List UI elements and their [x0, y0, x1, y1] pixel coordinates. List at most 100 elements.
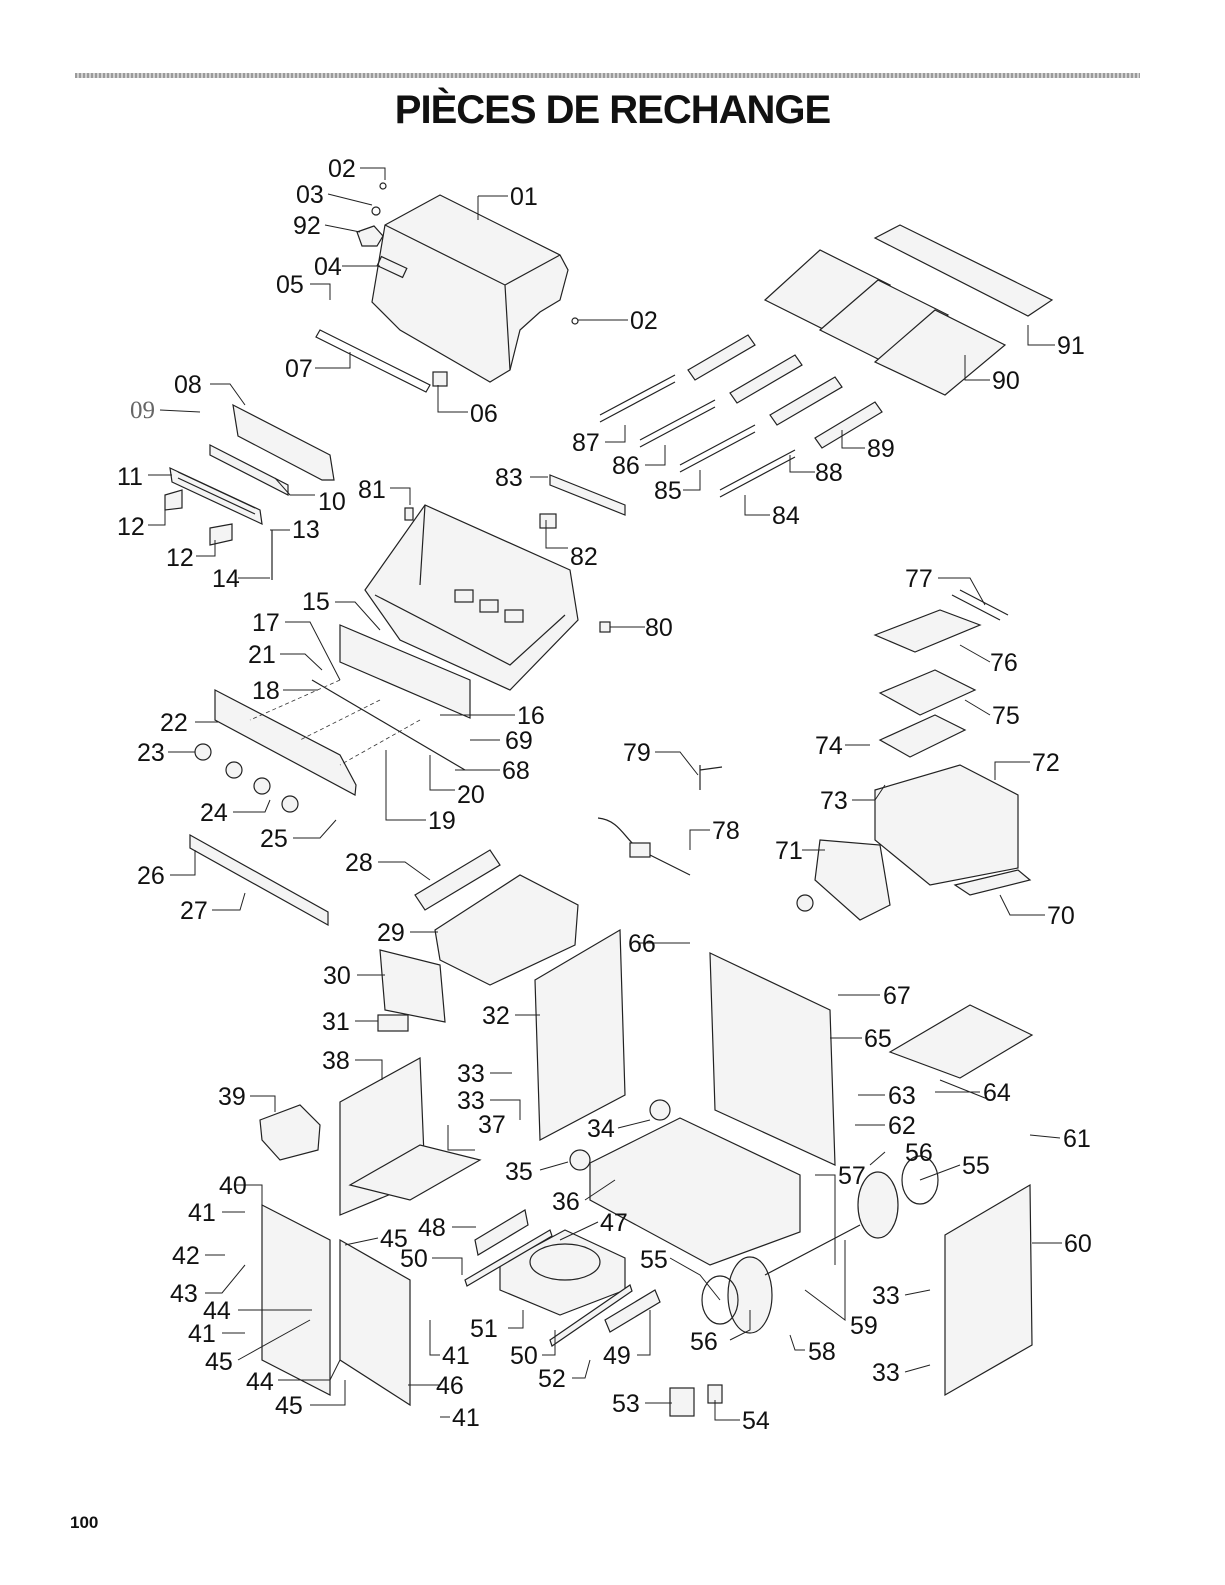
bracket-part-2: [209, 523, 233, 546]
callout-label: 28: [345, 849, 373, 877]
callout-label: 57: [838, 1162, 866, 1190]
front-panel-part: [944, 1183, 1033, 1397]
side-burner-lid-part: [873, 609, 982, 653]
callout-label: 23: [137, 739, 165, 767]
callout-label: 60: [1064, 1230, 1092, 1258]
display-part: [377, 1014, 409, 1032]
rear-burner-shield-part: [209, 444, 289, 496]
side-burner-knob-part: [796, 894, 814, 912]
burner-tube-part: [599, 374, 676, 423]
bottom-shelf-part: [589, 1117, 801, 1266]
burner-tube-part-2: [639, 399, 716, 448]
callout-label: 19: [428, 807, 456, 835]
tank-retainer-part: [669, 1387, 695, 1417]
heat-tent-part-4: [814, 401, 883, 449]
callout-label: 69: [505, 727, 533, 755]
callout-label: 34: [587, 1115, 615, 1143]
warming-rack-part: [873, 224, 1054, 317]
callout-label: 29: [377, 919, 405, 947]
screw-part-3: [571, 317, 579, 325]
side-burner-part: [878, 714, 967, 758]
callout-label: 51: [470, 1315, 498, 1343]
callout-label: 33: [457, 1087, 485, 1115]
left-door-part: [261, 1204, 331, 1396]
callout-label: 54: [742, 1407, 770, 1435]
callout-label: 82: [570, 543, 598, 571]
callout-label: 62: [888, 1112, 916, 1140]
side-burner-panel-part: [814, 839, 891, 921]
callout-label: 84: [772, 502, 800, 530]
callout-label: 45: [380, 1225, 408, 1253]
callout-label: 74: [815, 732, 843, 760]
control-panel-part: [214, 689, 357, 796]
callout-label: 70: [1047, 902, 1075, 930]
callout-label: 63: [888, 1082, 916, 1110]
callout-label: 16: [517, 702, 545, 730]
callout-label: 37: [478, 1111, 506, 1139]
bracket-80-part: [599, 621, 611, 633]
callout-label: 45: [275, 1392, 303, 1420]
leader-lines: [148, 167, 1062, 1421]
bracket-81-part: [404, 507, 414, 521]
callout-label: 65: [864, 1025, 892, 1053]
drawer-front-part: [474, 1209, 529, 1256]
callout-label: 67: [883, 982, 911, 1010]
callout-label: 11: [117, 463, 143, 491]
callout-label: 42: [172, 1242, 200, 1270]
callout-label: 43: [170, 1280, 198, 1308]
burner-tube-part-4: [719, 449, 796, 498]
callout-label: 41: [188, 1199, 216, 1227]
screw-part: [371, 206, 381, 216]
callout-label: 75: [992, 702, 1020, 730]
callout-label: 61: [1063, 1125, 1091, 1153]
drawer-slide-part: [464, 1229, 553, 1287]
axle-part: [764, 1224, 861, 1276]
callout-label: 92: [293, 212, 321, 240]
burner-tube-part-3: [679, 424, 756, 473]
valve-panel-part: [339, 624, 471, 719]
callout-label: 90: [992, 367, 1020, 395]
callout-label: 79: [623, 739, 651, 767]
side-burner-grate-part: [878, 669, 977, 716]
drawer-front-part-2: [604, 1289, 661, 1333]
callout-label: 15: [302, 588, 330, 616]
left-side-panel-part: [534, 928, 626, 1141]
callout-label: 44: [246, 1368, 274, 1396]
lower-rail-part: [189, 833, 329, 927]
handle-bracket-part: [432, 371, 448, 387]
side-burner-drip-tray-part: [953, 869, 1032, 896]
callout-label: 22: [160, 709, 188, 737]
callout-label: 56: [905, 1139, 933, 1167]
cooking-grate-part-3: [873, 309, 1007, 396]
callout-label: 36: [552, 1188, 580, 1216]
callout-label: 53: [612, 1390, 640, 1418]
callout-label: 81: [358, 476, 386, 504]
callout-label: 68: [502, 757, 530, 785]
callout-label: 12: [117, 513, 145, 541]
callout-label: 55: [640, 1246, 668, 1274]
callout-label: 33: [872, 1359, 900, 1387]
callout-label: 46: [436, 1372, 464, 1400]
callout-label: 25: [260, 825, 288, 853]
callout-label: 88: [815, 459, 843, 487]
right-side-panel-part: [709, 952, 836, 1166]
callout-label: 45: [205, 1348, 233, 1376]
callout-label: 52: [538, 1365, 566, 1393]
callout-label: 73: [820, 787, 848, 815]
lid-part: [371, 194, 569, 383]
callout-label: 66: [628, 930, 656, 958]
callout-label: 27: [180, 897, 208, 925]
hubcap-part: [701, 1275, 739, 1325]
callout-label: 40: [219, 1172, 247, 1200]
callout-label: 87: [572, 429, 600, 457]
caster-part-2: [569, 1149, 591, 1171]
callout-label: 91: [1057, 332, 1085, 360]
callout-label: 33: [457, 1060, 485, 1088]
right-door-part: [339, 1238, 411, 1407]
callout-label: 41: [188, 1320, 216, 1348]
callout-label: 13: [292, 516, 320, 544]
callout-label: 50: [400, 1245, 428, 1273]
callout-label: 12: [166, 544, 194, 572]
callout-label: 44: [203, 1297, 231, 1325]
knob-part-2: [225, 761, 243, 779]
